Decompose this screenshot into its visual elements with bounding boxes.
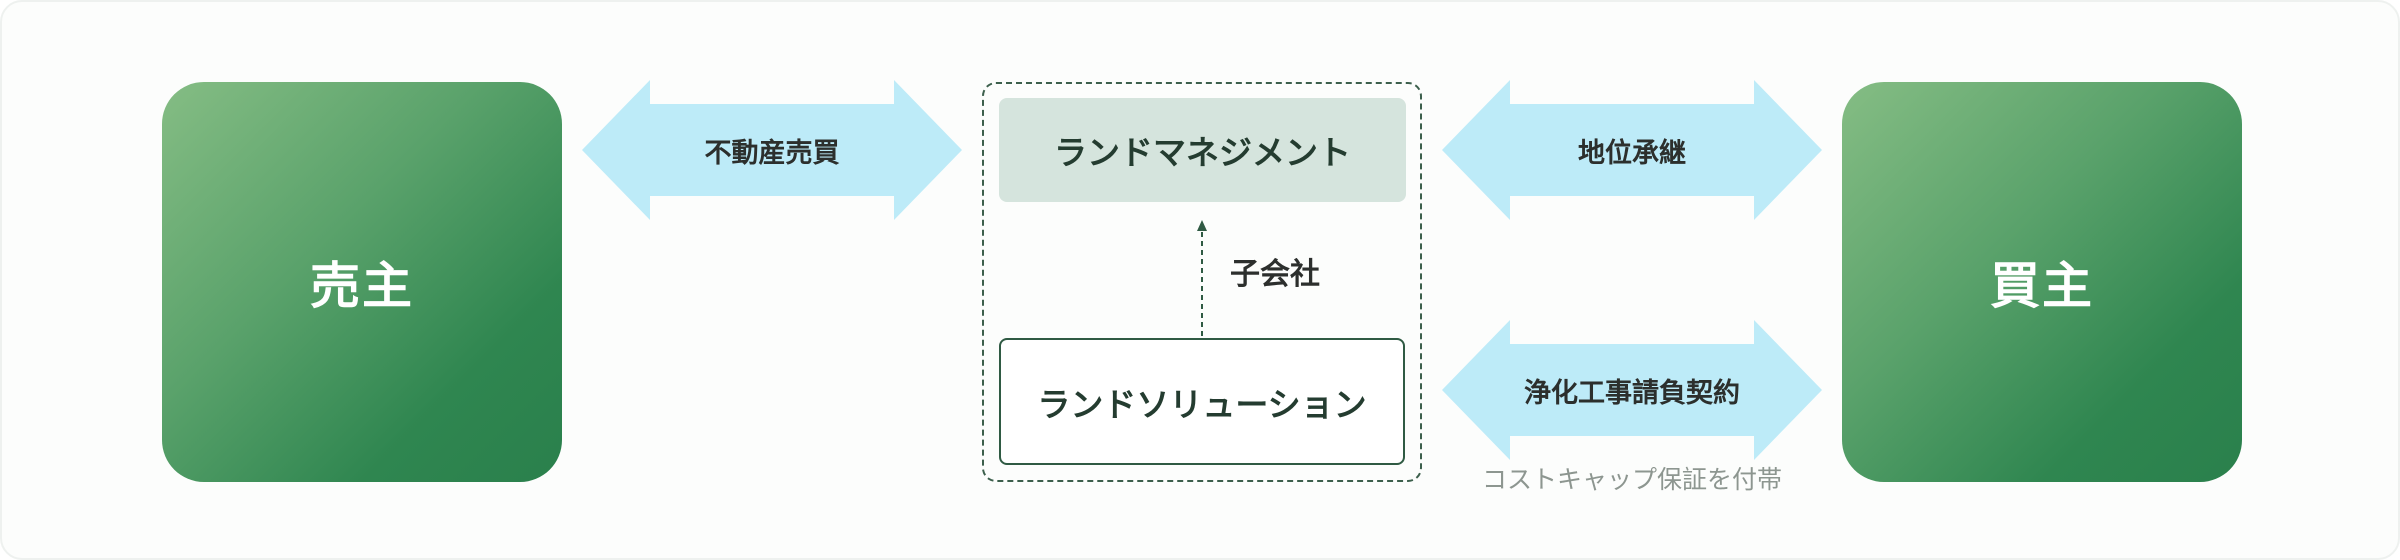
contract-arrow-label: 浄化工事請負契約 — [1524, 377, 1740, 409]
land-management-label: ランドマネジメント — [1054, 133, 1351, 172]
land-solution-label: ランドソリューション — [1037, 384, 1367, 424]
status-arrow-label: 地位承継 — [1578, 137, 1686, 169]
sale-double-arrow: 不動産売買 — [582, 80, 962, 220]
buyer-label: 買主 — [1990, 257, 2094, 315]
land-solution-box: ランドソリューション — [999, 338, 1405, 465]
sale-arrow-label: 不動産売買 — [704, 137, 840, 169]
seller-label: 売主 — [310, 257, 414, 315]
double-arrow-shape — [1442, 320, 1822, 460]
cost-cap-note: コストキャップ保証を付帯 — [1481, 465, 1782, 494]
subsidiary-label: 子会社 — [1230, 257, 1320, 292]
status-double-arrow: 地位承継 — [1442, 80, 1822, 220]
contract-double-arrow: 浄化工事請負契約 — [1442, 320, 1822, 460]
seller-box: 売主 — [162, 82, 562, 482]
buyer-box: 買主 — [1842, 82, 2242, 482]
double-arrow-shape — [1442, 80, 1822, 220]
group-company-container — [982, 82, 1422, 482]
double-arrow-shape — [582, 80, 962, 220]
land-management-box: ランドマネジメント — [999, 98, 1406, 202]
subsidiary-dashed-arrow — [1197, 220, 1207, 338]
